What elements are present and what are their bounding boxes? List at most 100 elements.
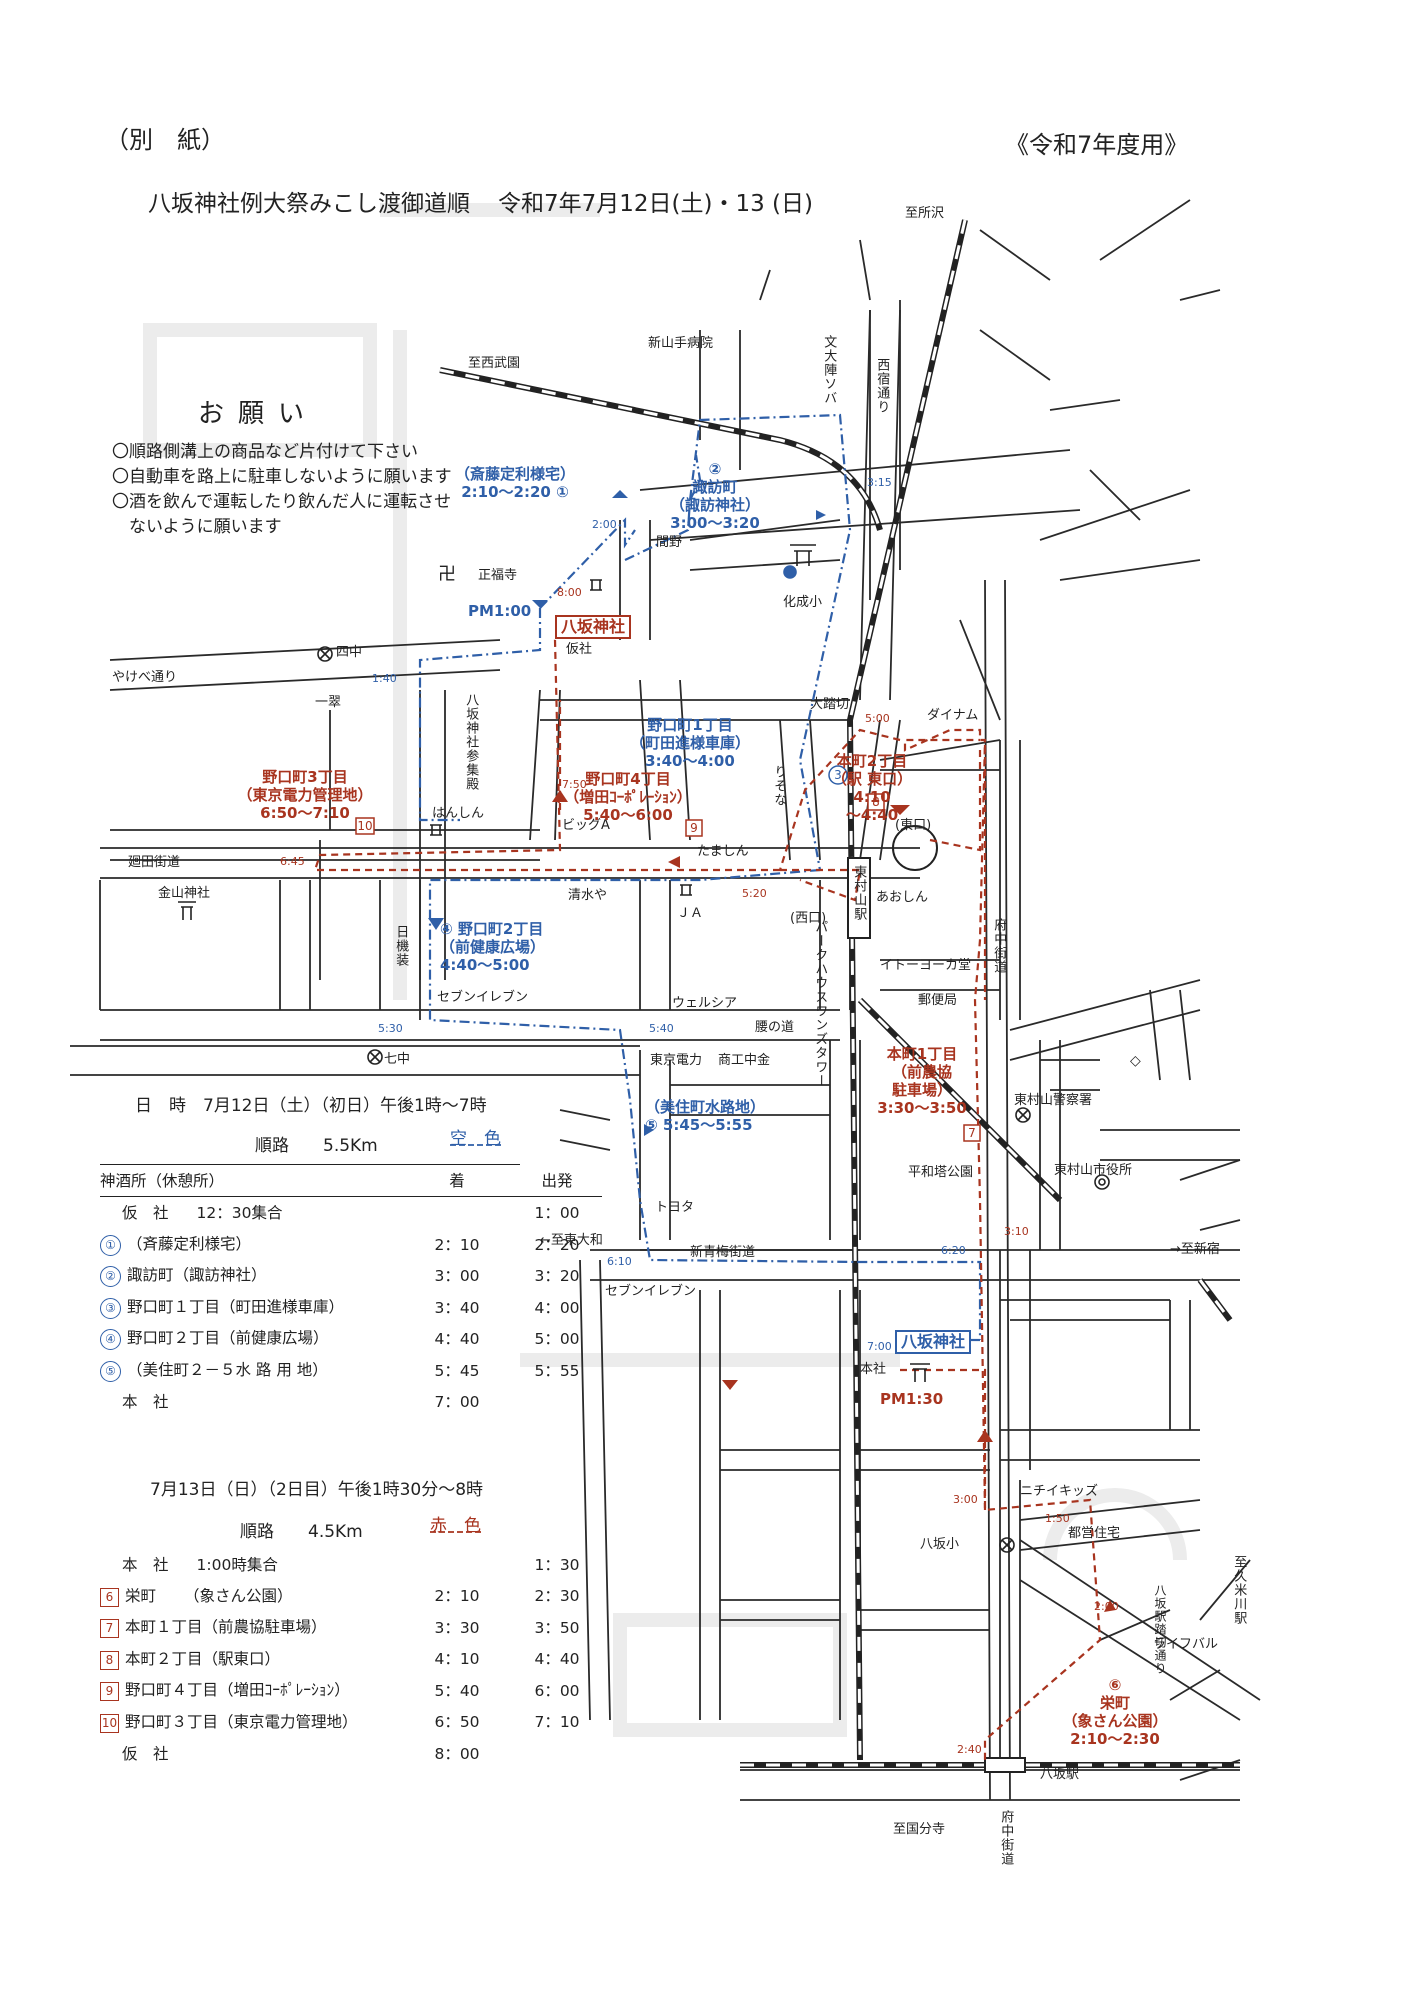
stop-place-name: 仮 社	[122, 1204, 169, 1223]
day1-route-line	[418, 413, 982, 1342]
arrow-icon	[612, 490, 628, 498]
route-time-label: 6:10	[607, 1255, 632, 1268]
depart-time	[512, 1737, 602, 1769]
place-label: (西口)	[790, 911, 827, 926]
stop-place-name: 本町１丁目（前農協駐車場）	[125, 1618, 327, 1637]
place-label: 腰の道	[755, 1020, 795, 1035]
depart-time: 5：00	[534, 1330, 580, 1349]
place-label: 本社	[860, 1362, 887, 1377]
arrive-time: 4：10	[434, 1650, 480, 1669]
railway-lines	[439, 219, 1240, 1768]
place-label: 八坂駅踏切通り	[1153, 1584, 1167, 1675]
arrive-time: 3：00	[434, 1267, 480, 1286]
place-label: 平和塔公園	[908, 1165, 974, 1180]
stop-place-name: 野口町４丁目（増田ｺｰﾎﾟﾚｰｼｮﾝ）	[125, 1681, 350, 1700]
route-time-label: 1:50	[1045, 1512, 1070, 1525]
arrive-time	[402, 1196, 512, 1228]
svg-text:9: 9	[690, 821, 698, 835]
place-label: はんしん	[432, 806, 485, 821]
stop-number-badge: ④	[100, 1329, 121, 1351]
stop-number-badge: 8	[100, 1650, 119, 1670]
place-label: 西宿通り	[874, 358, 890, 414]
place-label: パークハウスワンズタワー	[812, 920, 828, 1088]
place-label: 四中	[336, 645, 363, 660]
day2-datetime: 7月13日（日）（2日目）午後1時30分～8時	[150, 1480, 484, 1500]
stop-marker-3: 3	[828, 765, 848, 785]
place-label: 至所沢	[905, 206, 945, 221]
school-icon	[367, 1049, 383, 1065]
stop-number-badge: 9	[100, 1682, 119, 1702]
route-time-label: 3:10	[1004, 1225, 1029, 1238]
depart-time: 6：00	[534, 1681, 580, 1700]
arrow-icon	[644, 1124, 654, 1136]
place-label: →至新宿	[1170, 1242, 1220, 1257]
stop-place-cell: ①（斉藤定利様宅）	[100, 1228, 402, 1260]
table-row: 本 社 7：00	[100, 1386, 602, 1418]
arrow-icon	[722, 1380, 738, 1390]
arrive-time: 7：00	[434, 1393, 480, 1412]
arrow-icon	[668, 856, 680, 868]
route-time-label: 2:40	[957, 1743, 982, 1756]
arrive-time: 8：00	[434, 1744, 480, 1763]
place-label: 七中	[384, 1052, 411, 1067]
day2-stop-label: PM1:30	[880, 1390, 944, 1408]
route-time-label: 6:45	[280, 855, 305, 868]
stop-note: （象さん公園）	[184, 1586, 293, 1605]
svg-text:7: 7	[968, 1126, 976, 1140]
stop-number-badge: ③	[100, 1297, 121, 1319]
attachment-label: （別 紙）	[105, 126, 225, 154]
notice-item: 〇酒を飲んで運転したり飲んだ人に運転させ	[112, 492, 452, 512]
day1-route-color: 空 色	[450, 1129, 501, 1149]
place-label: 正福寺	[478, 568, 518, 583]
day1-stop-label: 野口町1丁目 （町田進様車庫） 3:40～4:00	[629, 716, 751, 770]
place-label: ビッグA	[562, 818, 610, 833]
higashimurayama-station-platform	[847, 857, 871, 939]
route-time-label: 3:00	[953, 1493, 978, 1506]
bank-icon	[590, 579, 602, 591]
stop-place-name: （斉藤定利様宅）	[127, 1234, 252, 1253]
depart-time: 3：20	[534, 1267, 580, 1286]
day1-route-length: 順路 5.5Km	[255, 1136, 378, 1156]
place-label: ←至東大和	[540, 1233, 603, 1248]
place-label: 日機装	[393, 925, 409, 967]
place-label: ニチイキッズ	[1020, 1484, 1099, 1499]
place-label: 東村山駅	[851, 865, 867, 921]
place-label: 都営住宅	[1068, 1526, 1121, 1541]
stop-place-name: 本 社	[122, 1393, 169, 1412]
route-time-label: 8:00	[557, 586, 582, 599]
depart-time: 7：10	[534, 1713, 580, 1732]
route-time-label: 7:50	[562, 778, 587, 791]
place-label: ダイナム	[927, 708, 979, 723]
column-header-place: 神酒所（休憩所）	[100, 1171, 225, 1190]
road-network	[70, 199, 1261, 1801]
temple-icon: 卍	[438, 564, 456, 585]
stop-place-cell: 本 社	[100, 1386, 402, 1418]
day2-route-length: 順路 4.5Km	[240, 1522, 363, 1542]
arrive-time	[402, 1548, 512, 1580]
stop-marker-8: 8	[867, 793, 885, 811]
place-label: 大踏切	[810, 697, 850, 712]
place-label: 東村山警察署	[1014, 1093, 1093, 1108]
place-label: ウェルシア	[672, 996, 738, 1011]
depart-time: 1：30	[534, 1555, 580, 1574]
arrow-icon	[1104, 1600, 1116, 1612]
day1-datetime: 日 時 7月12日（土）（初日）午後1時～7時	[135, 1096, 487, 1116]
depart-time: 4：40	[534, 1650, 580, 1669]
arrow-icon	[428, 918, 444, 930]
depart-time	[512, 1386, 602, 1418]
place-label: ライフバル	[1153, 1637, 1219, 1652]
stop-place-cell: 9 野口町４丁目（増田ｺｰﾎﾟﾚｰｼｮﾝ）	[100, 1674, 402, 1706]
place-label: (東口)	[895, 818, 932, 833]
depart-time: 2：30	[534, 1587, 580, 1606]
place-label: トヨタ	[655, 1200, 695, 1215]
